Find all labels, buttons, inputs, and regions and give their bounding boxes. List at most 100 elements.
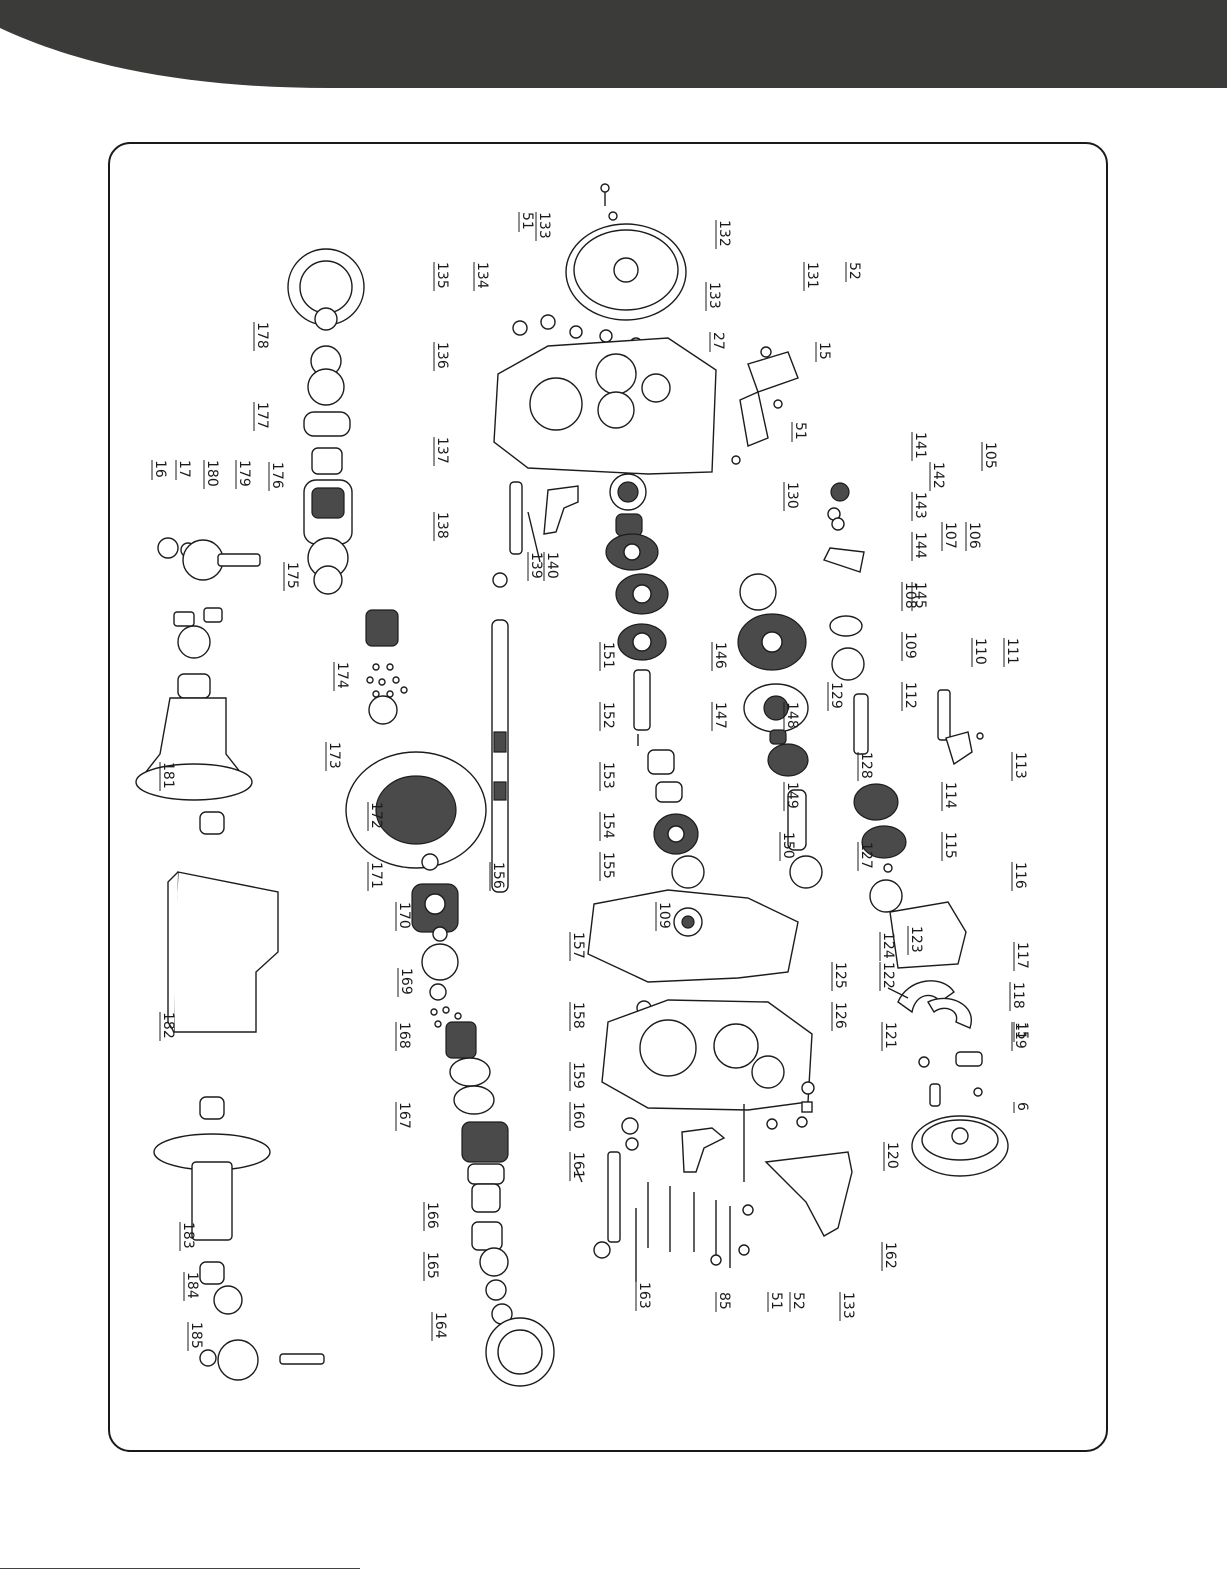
callout-114: 114: [941, 782, 958, 811]
callout-number: 146: [712, 642, 728, 669]
callout-number: 111: [1004, 638, 1020, 665]
callout-131: 131: [803, 262, 820, 291]
callout-number: 6: [1014, 1102, 1030, 1111]
callout-151: 151: [599, 642, 616, 671]
callout-149: 149: [783, 782, 800, 811]
part-drum-167: [461, 1121, 555, 1387]
callout-number: 136: [434, 342, 450, 369]
callout-number: 129: [828, 682, 844, 709]
callout-127: 127: [857, 842, 874, 871]
part-screws-51-133: [600, 183, 618, 221]
callout-183: 183: [179, 1222, 196, 1251]
callout-130: 130: [783, 482, 800, 511]
callout-112: 112: [901, 682, 918, 711]
callout-number: 173: [326, 742, 342, 769]
callout-178: 178: [253, 322, 270, 351]
callout-176: 176: [268, 462, 285, 491]
callout-175: 175: [283, 562, 300, 591]
part-lever-105-108: [823, 482, 865, 573]
callout-159: 159: [569, 1062, 586, 1091]
callout-182: 182: [159, 1012, 176, 1041]
part-gasket-178: [287, 248, 365, 406]
callout-number: 52: [846, 262, 862, 280]
part-gears-148-150: [767, 729, 823, 889]
callout-number: 180: [204, 460, 220, 487]
header-band: [0, 0, 1227, 88]
callout-number: 148: [784, 702, 800, 729]
callout-number: 51: [519, 212, 535, 230]
part-bearings-174: [365, 609, 408, 725]
callout-number: 16: [152, 460, 168, 478]
callout-number: 51: [768, 1292, 784, 1310]
callout-132: 132: [715, 220, 732, 249]
callout-17: 17: [175, 460, 192, 480]
callout-number: 130: [784, 482, 800, 509]
callout-number: 117: [1014, 942, 1030, 969]
part-gasket-157: [587, 889, 799, 1016]
callout-125: 125: [831, 962, 848, 991]
callout-15: 15: [1013, 1022, 1030, 1042]
callout-number: 114: [942, 782, 958, 809]
callout-number: 107: [942, 522, 958, 549]
callout-128: 128: [857, 752, 874, 781]
callout-147: 147: [711, 702, 728, 731]
callout-107: 107: [941, 522, 958, 551]
callout-number: 139: [528, 552, 544, 579]
part-housing-136: [493, 314, 717, 475]
callout-143: 143: [911, 492, 928, 521]
callout-number: 160: [570, 1102, 586, 1129]
callout-162: 162: [881, 1242, 898, 1271]
part-shaft-137: [492, 481, 541, 588]
callout-number: 113: [1012, 752, 1028, 779]
callout-141: 141: [911, 432, 928, 461]
part-drum-171: [411, 853, 459, 1001]
callout-number: 106: [966, 522, 982, 549]
callout-110: 110: [971, 638, 988, 667]
part-fork-140: [543, 485, 579, 535]
callout-number: 120: [884, 1142, 900, 1169]
callout-number: 122: [880, 962, 896, 989]
callout-116: 116: [1011, 862, 1028, 891]
part-plate-116: [869, 879, 967, 969]
callout-156: 156: [489, 862, 506, 891]
callout-167: 167: [395, 1102, 412, 1131]
callout-166: 166: [423, 1202, 440, 1231]
callout-142: 142: [929, 462, 946, 491]
callout-number: 154: [600, 812, 616, 839]
callout-51: 51: [791, 422, 808, 442]
callout-number: 15: [816, 342, 832, 360]
callout-118: 118: [1009, 982, 1026, 1011]
part-case-158: [601, 999, 815, 1151]
callout-number: 134: [474, 262, 490, 289]
callout-52: 52: [845, 262, 862, 282]
callout-number: 162: [882, 1242, 898, 1269]
callout-137: 137: [433, 437, 450, 466]
callout-6: 6: [1013, 1102, 1030, 1113]
callout-160: 160: [569, 1102, 586, 1131]
part-gears-141-145: [605, 473, 705, 889]
callout-number: 125: [832, 962, 848, 989]
part-gears-114-128: [853, 783, 907, 873]
callout-number: 168: [396, 1022, 412, 1049]
callout-161: 161: [569, 1152, 586, 1181]
callout-number: 123: [908, 926, 924, 953]
callout-120: 120: [883, 1142, 900, 1171]
callout-number: 52: [790, 1292, 806, 1310]
callout-number: 142: [930, 462, 946, 489]
callout-123: 123: [907, 926, 924, 955]
callout-number: 156: [490, 862, 506, 889]
callout-121: 121: [881, 1022, 898, 1051]
callout-136: 136: [433, 342, 450, 371]
callout-108: 108: [901, 582, 918, 611]
callout-number: 147: [712, 702, 728, 729]
callout-105: 105: [981, 442, 998, 471]
callout-number: 153: [600, 762, 616, 789]
callout-number: 109: [902, 632, 918, 659]
callout-number: 174: [334, 662, 350, 689]
part-gears-146-147: [737, 573, 809, 733]
callout-109: 109: [901, 632, 918, 661]
callout-146: 146: [711, 642, 728, 671]
part-bushing-177: [303, 411, 351, 475]
callout-16: 16: [151, 460, 168, 480]
callout-171: 171: [367, 862, 384, 891]
